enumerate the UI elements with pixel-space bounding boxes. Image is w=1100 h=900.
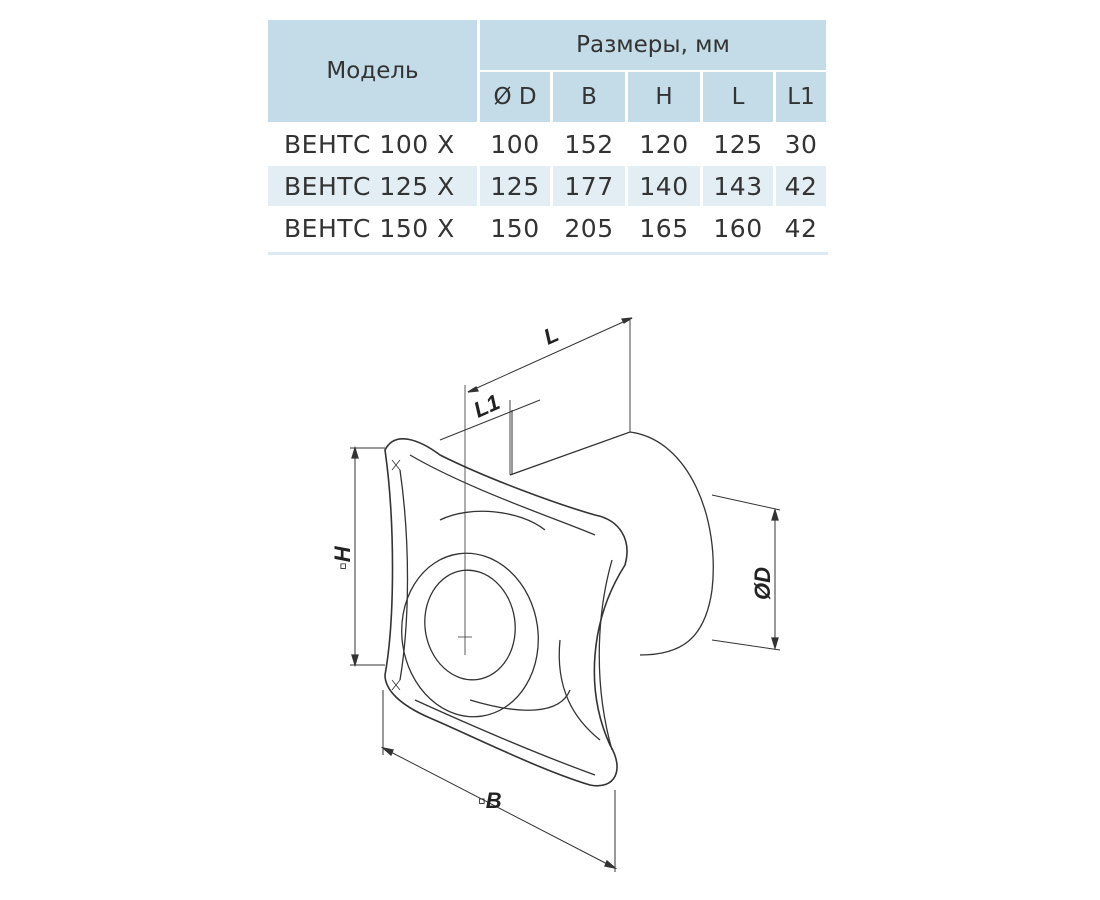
- col-header-l1: L1: [776, 72, 826, 122]
- model-cell: ВЕНТС 150 Х: [284, 213, 455, 243]
- col-header-d: Ø D: [480, 72, 550, 122]
- cell: 42: [776, 166, 826, 206]
- cell: 120: [639, 129, 689, 159]
- model-cell: ВЕНТС 125 Х: [268, 166, 477, 206]
- outer-ring: [401, 552, 539, 718]
- label-l: L: [540, 321, 562, 349]
- cell: 143: [703, 166, 773, 206]
- cell: 100: [490, 129, 540, 159]
- dimensions-header: Размеры, мм: [480, 20, 826, 70]
- label-d: ØD: [750, 567, 775, 600]
- cell: 42: [784, 213, 818, 243]
- cell: 160: [713, 213, 763, 243]
- cell: 165: [639, 213, 689, 243]
- model-header: Модель: [268, 20, 477, 122]
- cell: 125: [480, 166, 550, 206]
- table-row: ВЕНТС 100 Х 100 152 120 125 30: [268, 124, 826, 164]
- cell: 152: [564, 129, 614, 159]
- table-row: ВЕНТС 150 Х 150 205 165 160 42: [268, 208, 826, 248]
- cell: 125: [713, 129, 763, 159]
- inner-ring: [424, 569, 516, 681]
- cell: 30: [784, 129, 818, 159]
- cell: 140: [628, 166, 700, 206]
- label-b: ▫B: [478, 788, 502, 813]
- front-panel: [384, 438, 628, 787]
- label-h: ▫H: [330, 545, 355, 570]
- table-bottom-line: [268, 252, 828, 255]
- dimensions-table: Модель Размеры, мм Ø D B H L L1 ВЕНТС 10…: [265, 18, 829, 250]
- label-l1: L1: [470, 389, 504, 422]
- col-header-l: L: [703, 72, 773, 122]
- col-header-b: B: [553, 72, 625, 122]
- duct-cylinder: [509, 431, 714, 656]
- col-header-h: H: [628, 72, 700, 122]
- model-cell: ВЕНТС 100 Х: [284, 129, 455, 159]
- cell: 177: [553, 166, 625, 206]
- cell: 205: [564, 213, 614, 243]
- cell: 150: [490, 213, 540, 243]
- table-row: ВЕНТС 125 Х 125 177 140 143 42: [268, 166, 826, 206]
